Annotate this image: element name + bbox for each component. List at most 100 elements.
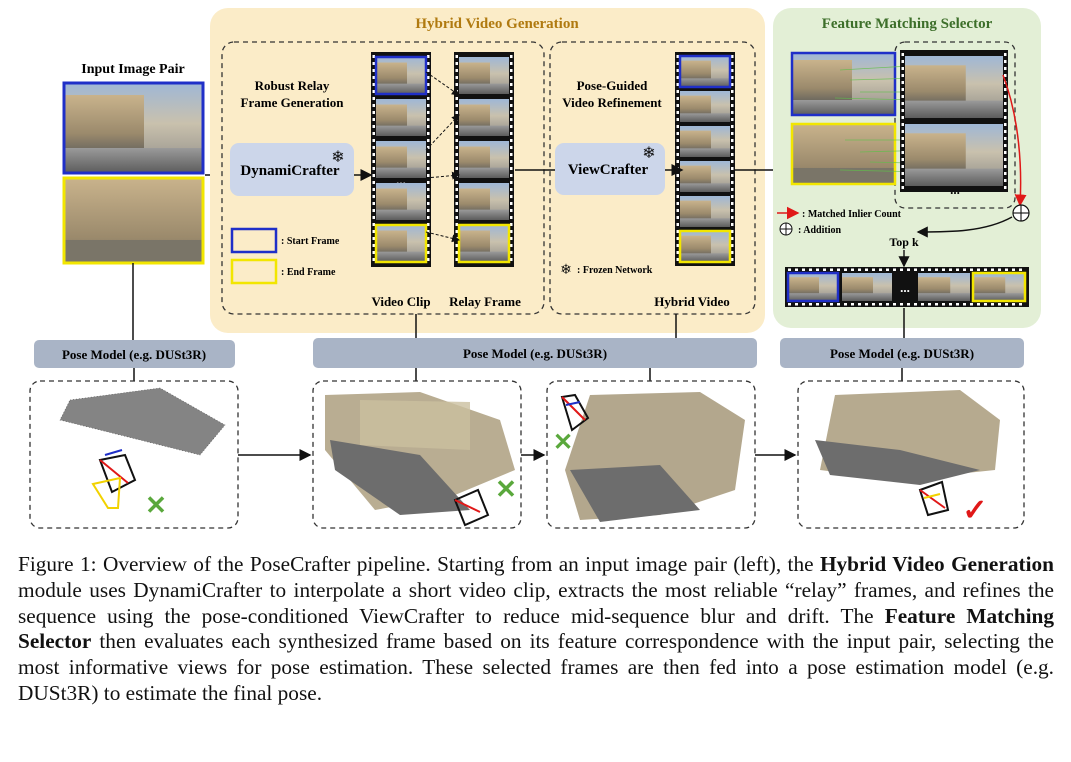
film-hole xyxy=(427,202,430,205)
camera-frustums-2 xyxy=(453,488,490,527)
film-hole xyxy=(886,303,889,306)
relay-frame-strip xyxy=(454,52,514,267)
check-icon: ✓ xyxy=(962,494,987,527)
film-hole xyxy=(510,160,513,163)
film-hole xyxy=(372,160,375,163)
film-hole xyxy=(676,244,679,247)
film-frame xyxy=(680,196,730,227)
snowflake-icon: ❄ xyxy=(642,145,655,162)
film-hole xyxy=(455,167,458,170)
film-hole xyxy=(731,244,734,247)
film-hole xyxy=(510,251,513,254)
end-frame-legend-label: : End Frame xyxy=(281,267,336,278)
film-hole xyxy=(372,97,375,100)
film-hole xyxy=(427,69,430,72)
film-hole xyxy=(427,174,430,177)
film-hole xyxy=(510,146,513,149)
film-hole xyxy=(1005,303,1008,306)
film-hole xyxy=(427,125,430,128)
film-frame xyxy=(905,124,1003,186)
film-hole xyxy=(1004,102,1007,105)
film-hole xyxy=(455,97,458,100)
film-hole xyxy=(427,104,430,107)
film-hole xyxy=(427,251,430,254)
film-hole xyxy=(901,130,904,133)
caption-text-2: module uses DynamiCrafter to interpolate… xyxy=(18,577,1054,628)
film-hole xyxy=(510,223,513,226)
film-hole xyxy=(510,195,513,198)
film-hole xyxy=(731,223,734,226)
film-hole xyxy=(837,268,840,271)
film-hole xyxy=(676,174,679,177)
film-hole xyxy=(372,104,375,107)
film-frame xyxy=(905,56,1003,118)
film-hole xyxy=(731,76,734,79)
cross-icon: ✕ xyxy=(553,430,573,456)
film-hole xyxy=(731,90,734,93)
film-hole xyxy=(427,167,430,170)
film-hole xyxy=(676,230,679,233)
relay-frame-label: Relay Frame xyxy=(449,294,521,309)
film-hole xyxy=(427,118,430,121)
pose-model-label-left: Pose Model (e.g. DUSt3R) xyxy=(62,347,206,362)
film-hole xyxy=(510,104,513,107)
caption-bold-hybrid: Hybrid Video Generation xyxy=(819,552,1054,576)
film-hole xyxy=(1004,95,1007,98)
point-cloud-3 xyxy=(565,392,745,522)
film-frame xyxy=(376,183,426,220)
film-hole xyxy=(676,111,679,114)
film-hole xyxy=(991,268,994,271)
film-hole xyxy=(851,268,854,271)
film-hole xyxy=(455,69,458,72)
film-hole xyxy=(427,209,430,212)
film-hole xyxy=(1004,165,1007,168)
film-hole xyxy=(731,174,734,177)
film-hole xyxy=(731,132,734,135)
film-hole xyxy=(731,230,734,233)
snowflake-icon: ❄ xyxy=(560,263,572,278)
film-hole xyxy=(676,118,679,121)
film-hole xyxy=(427,132,430,135)
film-hole xyxy=(865,303,868,306)
film-hole xyxy=(731,160,734,163)
film-frame xyxy=(918,273,970,301)
film-frame xyxy=(459,183,509,220)
film-hole xyxy=(1004,186,1007,189)
film-hole xyxy=(372,195,375,198)
film-hole xyxy=(1004,151,1007,154)
film-hole xyxy=(455,188,458,191)
film-hole xyxy=(455,181,458,184)
film-hole xyxy=(510,167,513,170)
film-frame xyxy=(786,271,840,303)
start-frame-legend-label: : Start Frame xyxy=(281,236,340,247)
film-hole xyxy=(510,125,513,128)
film-frame xyxy=(376,99,426,136)
film-hole xyxy=(372,118,375,121)
film-hole xyxy=(510,209,513,212)
film-hole xyxy=(1004,109,1007,112)
film-hole xyxy=(731,97,734,100)
film-hole xyxy=(372,216,375,219)
film-hole xyxy=(998,303,1001,306)
film-hole xyxy=(455,111,458,114)
film-hole xyxy=(795,268,798,271)
film-hole xyxy=(510,118,513,121)
film-hole xyxy=(901,151,904,154)
film-hole xyxy=(427,111,430,114)
film-hole xyxy=(427,244,430,247)
film-hole xyxy=(809,303,812,306)
result-box-4 xyxy=(797,380,1025,529)
film-hole xyxy=(823,268,826,271)
film-hole xyxy=(510,55,513,58)
film-hole xyxy=(676,76,679,79)
film-hole xyxy=(914,303,917,306)
film-hole xyxy=(963,303,966,306)
end-frame-legend-swatch xyxy=(230,258,278,285)
film-hole xyxy=(935,303,938,306)
film-hole xyxy=(731,202,734,205)
film-hole xyxy=(949,268,952,271)
fms-end-image xyxy=(790,122,897,186)
film-hole xyxy=(510,97,513,100)
film-hole xyxy=(731,118,734,121)
film-hole xyxy=(427,83,430,86)
